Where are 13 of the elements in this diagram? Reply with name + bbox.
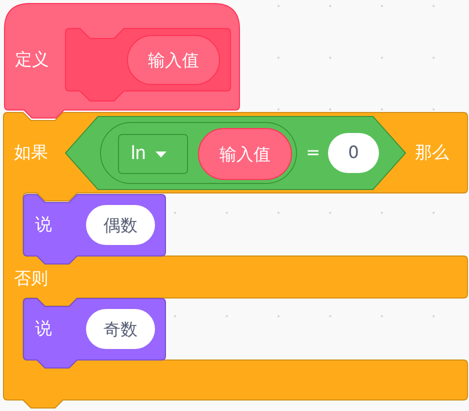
argument-reporter: 输入值 — [198, 128, 292, 180]
custom-block-prototype — [65, 28, 231, 102]
block-label: 定义 — [15, 50, 49, 70]
operator-symbol: = — [306, 143, 320, 163]
block-label: 说 — [35, 215, 52, 235]
define-hat-block — [4, 3, 240, 120]
if-else-block — [3, 112, 468, 409]
block-label: 那么 — [415, 143, 449, 163]
block-label: 否则 — [14, 269, 48, 289]
dropdown-menu: ln — [118, 134, 188, 174]
equals-condition-block — [65, 116, 406, 190]
block-label: 如果 — [14, 143, 48, 163]
block-label: 说 — [35, 319, 52, 339]
